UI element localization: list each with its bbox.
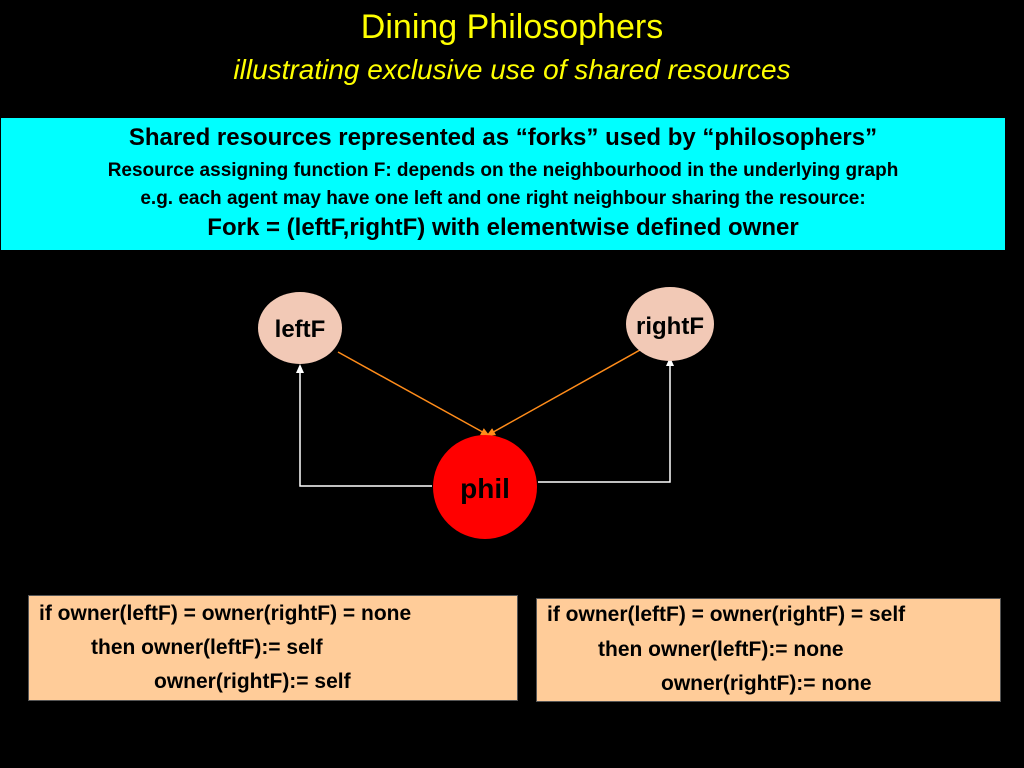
info-box: Shared resources represented as “forks” … xyxy=(1,118,1005,250)
slide-subtitle: illustrating exclusive use of shared res… xyxy=(233,54,791,85)
edge-phil-to-rightF xyxy=(538,357,674,483)
node-leftF-label: leftF xyxy=(275,316,326,343)
edge-rightF-to-phil xyxy=(486,349,641,436)
edge-phil-to-leftF xyxy=(296,364,432,487)
node-phil xyxy=(433,435,537,539)
release-rule-condition: if owner(leftF) = owner(rightF) = self xyxy=(547,603,906,626)
acquire-rule-box: if owner(leftF) = owner(rightF) = none t… xyxy=(28,595,518,701)
info-line-example: e.g. each agent may have one left and on… xyxy=(140,188,866,209)
node-rightF xyxy=(626,287,714,361)
acquire-rule-then-right: owner(rightF):= self xyxy=(154,670,351,693)
node-phil-label: phil xyxy=(460,473,510,504)
info-line-assigning-function: Resource assigning function F: depends o… xyxy=(107,160,899,181)
slide-title: Dining Philosophers xyxy=(360,8,664,46)
node-leftF xyxy=(258,292,342,364)
info-line-fork-definition: Fork = (leftF,rightF) with elementwise d… xyxy=(207,214,799,241)
node-rightF-label: rightF xyxy=(636,313,704,340)
release-rule-then-right: owner(rightF):= none xyxy=(661,672,872,695)
release-rule-box: if owner(leftF) = owner(rightF) = self t… xyxy=(536,598,1001,702)
acquire-rule-then-left: then owner(leftF):= self xyxy=(91,636,323,659)
info-line-shared-resources: Shared resources represented as “forks” … xyxy=(128,124,878,151)
release-rule-then-left: then owner(leftF):= none xyxy=(598,638,844,661)
acquire-rule-condition: if owner(leftF) = owner(rightF) = none xyxy=(39,602,412,625)
edge-leftF-to-phil xyxy=(337,351,490,436)
